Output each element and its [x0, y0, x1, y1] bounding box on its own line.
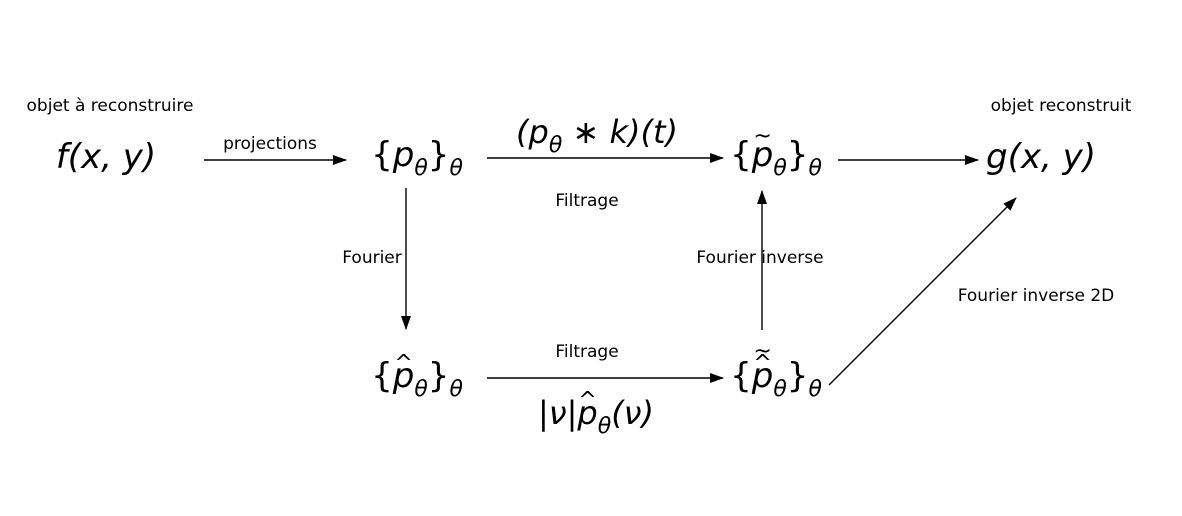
hat-accent: ^ [578, 388, 597, 413]
theta-sub-outer: θ [449, 156, 463, 181]
brace-close: } [427, 356, 450, 396]
formula-frequency-filter: |ν|p^θ(ν) [537, 388, 655, 438]
brace-open: { [371, 135, 393, 175]
hat-accent: ^ [394, 351, 413, 376]
nu-right: (ν) [611, 394, 655, 432]
node-filtered-projections-set: {p~θ}θ [730, 124, 822, 180]
label-objet-a-reconstruire: objet à reconstruire [26, 96, 194, 116]
g-symbol: g [986, 137, 1008, 177]
p-symbol: p [392, 135, 415, 175]
p-hat: p^ [392, 351, 415, 396]
node-projections-set: {pθ}θ [371, 135, 463, 180]
theta-sub-outer: θ [808, 156, 822, 181]
label-fourier-inverse: Fourier inverse [696, 248, 824, 268]
arrow-fourier-inverse-2d [828, 197, 1017, 386]
hat-accent: ^ [753, 351, 772, 376]
label-filtrage-bottom: Filtrage [555, 342, 619, 362]
p-symbol: p [751, 135, 774, 175]
g-args: (x, y) [1007, 137, 1096, 177]
p-tilde: p~ [751, 124, 774, 175]
node-f-xy: f(x, y) [56, 137, 156, 177]
theta-sub: θ [414, 156, 428, 181]
brace-open: { [730, 356, 752, 396]
p-symbol: p [392, 356, 415, 396]
p-hat-tilde: p^~ [751, 339, 774, 396]
nu-theta: θ [597, 414, 612, 439]
label-objet-reconstruit: objet reconstruit [990, 96, 1132, 116]
brace-close: } [427, 135, 450, 175]
conv-right: ∗ k)(t) [562, 113, 678, 151]
tilde-accent: ~ [753, 124, 772, 149]
brace-open: { [730, 135, 752, 175]
theta-sub: θ [773, 156, 787, 181]
conv-theta: θ [548, 133, 563, 158]
brace-open: { [371, 356, 393, 396]
node-g-xy: g(x, y) [986, 137, 1096, 177]
f-symbol: f [55, 137, 68, 177]
theta-sub: θ [773, 377, 787, 402]
node-fourier-set: {p^θ}θ [371, 351, 463, 401]
f-args: (x, y) [67, 137, 157, 177]
p-hat: p^ [577, 388, 598, 433]
nu-left: |ν| [537, 394, 578, 432]
theta-sub: θ [414, 377, 428, 402]
brace-close: } [786, 356, 809, 396]
tilde-accent: ~ [753, 339, 772, 364]
conv-left: (p [516, 113, 549, 151]
theta-sub-outer: θ [449, 377, 463, 402]
label-fourier: Fourier [342, 248, 402, 268]
label-filtrage-top: Filtrage [555, 191, 619, 211]
label-fourier-inverse-2d: Fourier inverse 2D [957, 286, 1115, 306]
theta-sub-outer: θ [808, 377, 822, 402]
node-filtered-fourier-set: {p^~θ}θ [730, 339, 822, 401]
p-symbol: p [751, 356, 774, 396]
label-projections: projections [223, 134, 317, 154]
brace-close: } [786, 135, 809, 175]
p-symbol: p [577, 394, 598, 432]
formula-convolution: (pθ ∗ k)(t) [516, 112, 678, 157]
